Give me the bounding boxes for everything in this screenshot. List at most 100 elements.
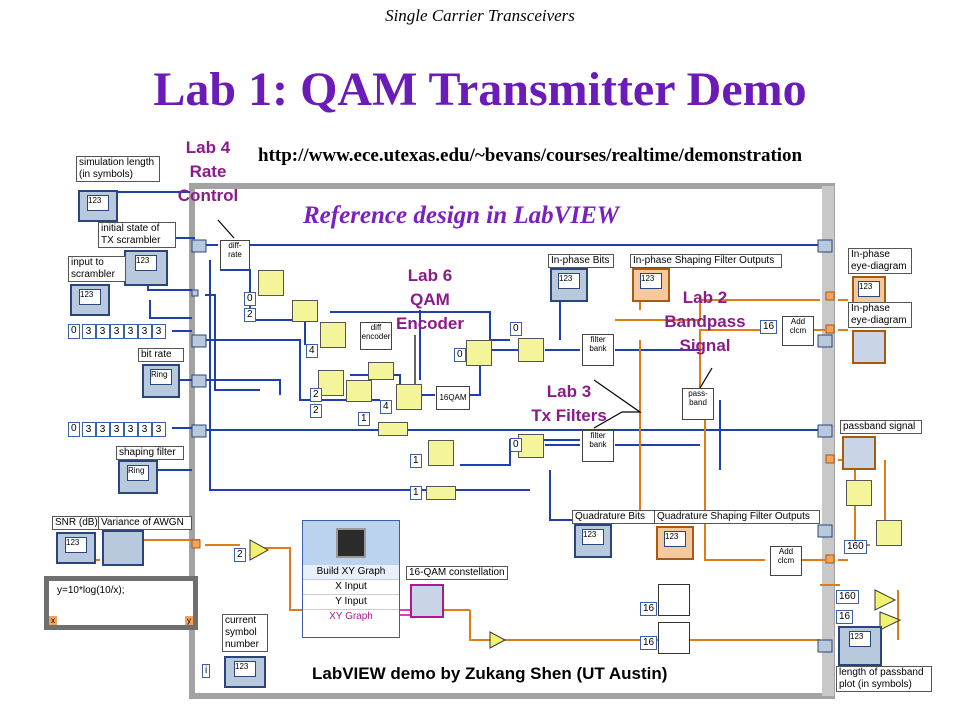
array-cell[interactable]: 3 xyxy=(109,324,124,339)
numeric-constant[interactable]: 160 xyxy=(836,590,859,604)
callout-lab2-line3: Signal xyxy=(679,336,731,355)
array-cell[interactable]: 3 xyxy=(151,324,166,339)
numeric-constant[interactable]: 16 xyxy=(640,636,658,650)
diff-encoder-block[interactable]: diff encoder xyxy=(360,322,392,350)
add-clcm-block-1[interactable]: Add clcm xyxy=(782,316,814,346)
build-xy-graph-node[interactable]: Build XY Graph X Input Y Input XY Graph xyxy=(302,520,400,638)
add-clcm-block-2[interactable]: Add clcm xyxy=(770,546,802,576)
shaping-filter-ring[interactable]: Ring xyxy=(118,460,158,494)
demo-url[interactable]: http://www.ece.utexas.edu/~bevans/course… xyxy=(258,145,803,166)
qam16-block[interactable]: 16QAM xyxy=(436,386,470,410)
numeric-constant[interactable]: 0 xyxy=(510,438,522,452)
callout-lab4-line1: Lab 4 xyxy=(185,138,231,157)
numeric-constant[interactable]: 4 xyxy=(380,400,392,414)
callout-lab2-line2: Bandpass xyxy=(664,312,746,331)
awgn-variance-slider[interactable] xyxy=(102,530,144,566)
filter-bank-inphase[interactable]: filter bank xyxy=(582,334,614,366)
scrambler-state-control[interactable]: 123 xyxy=(124,250,168,286)
quadrature-shaping-label: Quadrature Shaping Filter Outputs xyxy=(654,510,820,524)
inphase-shaping-label: In-phase Shaping Filter Outputs xyxy=(630,254,782,268)
simulation-length-control[interactable]: 123 xyxy=(78,190,118,222)
shaping-filter-array[interactable]: 0 3 3 3 3 3 3 xyxy=(68,422,166,437)
callout-lab6-line3: Encoder xyxy=(395,314,465,333)
bit-rate-ring[interactable]: Ring xyxy=(142,364,180,398)
formula-text: y=10*log(10/x); xyxy=(57,585,125,596)
inphase-eye-label-2: In-phase eye-diagram xyxy=(848,302,912,328)
numeric-constant[interactable]: 16 xyxy=(836,610,854,624)
simulation-length-value: 123 xyxy=(87,195,109,211)
callout-lab2-line1: Lab 2 xyxy=(682,288,728,307)
index-array-icon xyxy=(346,380,372,402)
bit-rate-array[interactable]: 0 3 3 3 3 3 3 xyxy=(68,324,166,339)
diff-rate-block[interactable]: diff- rate xyxy=(220,240,250,270)
inphase-shaping-value: 123 xyxy=(640,273,662,289)
inphase-bits-label: In-phase Bits xyxy=(548,254,614,268)
snr-value: 123 xyxy=(65,537,87,553)
demo-credit: LabVIEW demo by Zukang Shen (UT Austin) xyxy=(312,664,668,683)
build-array-icon xyxy=(318,370,344,396)
callout-lab3-line2: Tx Filters xyxy=(531,406,607,425)
constellation-label: 16-QAM constellation xyxy=(406,566,508,580)
passband-graph-icon xyxy=(842,436,876,470)
filter-bank-quadrature[interactable]: filter bank xyxy=(582,430,614,462)
numeric-constant[interactable]: 2 xyxy=(244,308,256,322)
array-cell[interactable]: 3 xyxy=(81,422,96,437)
formula-output-y: y xyxy=(185,616,193,625)
array-cell[interactable]: 3 xyxy=(81,324,96,339)
numeric-constant[interactable]: 0 xyxy=(510,322,522,336)
array-cell[interactable]: 3 xyxy=(137,324,152,339)
xy-graph-y-input[interactable]: Y Input xyxy=(303,594,399,609)
array-values: 3 3 3 3 3 3 xyxy=(81,324,166,339)
slide-header: Single Carrier Transceivers xyxy=(385,6,575,25)
array-cell[interactable]: 3 xyxy=(95,324,110,339)
numeric-constant[interactable]: 2 xyxy=(310,404,322,418)
snr-control[interactable]: 123 xyxy=(56,532,96,564)
eye-diagram-graph-icon xyxy=(852,330,886,364)
xy-graph-output[interactable]: XY Graph xyxy=(303,609,399,624)
numeric-constant[interactable]: 0 xyxy=(244,292,256,306)
slide-title: Lab 1: QAM Transmitter Demo xyxy=(153,63,807,116)
callout-lab3: Lab 3 Tx Filters xyxy=(514,380,624,428)
array-index[interactable]: 0 xyxy=(68,422,80,437)
simulation-length-label: simulation length (in symbols) xyxy=(76,156,160,182)
array-cell[interactable]: 3 xyxy=(123,324,138,339)
numeric-constant[interactable]: 0 xyxy=(454,348,466,362)
numeric-constant[interactable]: 1 xyxy=(358,412,370,426)
numeric-constant[interactable]: 160 xyxy=(844,540,867,554)
xy-graph-x-input[interactable]: X Input xyxy=(303,579,399,594)
array-cell[interactable]: 3 xyxy=(137,422,152,437)
pass-band-block[interactable]: pass- band xyxy=(682,388,714,420)
numeric-constant[interactable]: 16 xyxy=(640,602,658,616)
numeric-constant[interactable]: 2 xyxy=(310,388,322,402)
index-array-icon xyxy=(292,300,318,322)
shaping-filter-label: shaping filter xyxy=(116,446,184,460)
quadrature-shaping-value: 123 xyxy=(664,531,686,547)
array-cell[interactable]: 3 xyxy=(95,422,110,437)
callout-lab6-line2: QAM xyxy=(410,290,450,309)
scrambler-state-value: 123 xyxy=(135,255,157,271)
array-subset-icon xyxy=(396,384,422,410)
numeric-constant[interactable]: 1 xyxy=(410,454,422,468)
build-array-icon xyxy=(846,480,872,506)
inphase-shaping-indicator: 123 xyxy=(632,268,670,302)
formula-input-x: x xyxy=(49,616,57,625)
quadrature-bits-indicator: 123 xyxy=(574,524,612,558)
numeric-constant[interactable]: 16 xyxy=(760,320,778,334)
numeric-constant[interactable]: 2 xyxy=(234,548,246,562)
numeric-constant[interactable]: 1 xyxy=(410,486,422,500)
scrambler-input-control[interactable]: 123 xyxy=(70,284,110,316)
quadrature-bits-label: Quadrature Bits xyxy=(572,510,664,524)
quadrature-bits-value: 123 xyxy=(582,529,604,545)
passband-length-control[interactable]: 123 xyxy=(838,626,882,666)
array-cell[interactable]: 3 xyxy=(151,422,166,437)
reshape-array-icon xyxy=(320,322,346,348)
array-index[interactable]: 0 xyxy=(68,324,80,339)
array-subset-icon xyxy=(368,362,394,380)
build-array-icon xyxy=(258,270,284,296)
numeric-constant[interactable]: 4 xyxy=(306,344,318,358)
formula-node[interactable]: y=10*log(10/x); x y xyxy=(44,576,198,630)
array-cell[interactable]: 3 xyxy=(123,422,138,437)
build-array-icon xyxy=(466,340,492,366)
inphase-eye-indicator-1: 123 xyxy=(852,276,886,306)
array-cell[interactable]: 3 xyxy=(109,422,124,437)
